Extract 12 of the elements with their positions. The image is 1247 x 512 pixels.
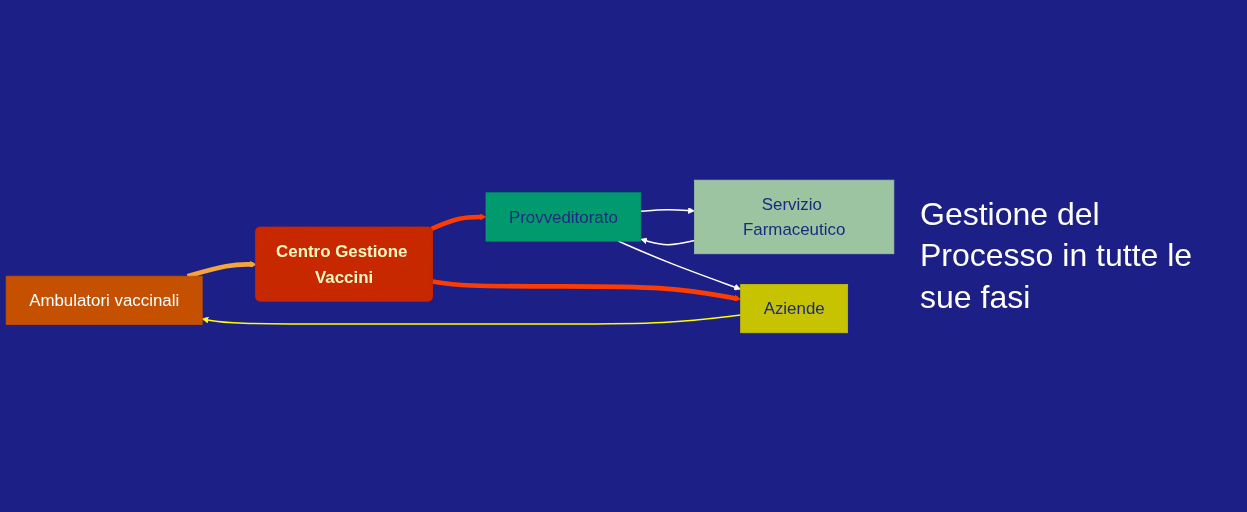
arrow — [186, 260, 257, 278]
arrow — [617, 239, 741, 290]
arrow — [430, 213, 487, 231]
node-box: Aziende — [740, 283, 849, 333]
node-box: Servizio Farmaceutico — [694, 179, 895, 254]
arrow — [201, 313, 742, 325]
node-box: Ambulatori vaccinali — [5, 275, 203, 325]
arrow — [640, 237, 696, 245]
arrow — [432, 278, 741, 301]
arrow — [640, 206, 695, 214]
side-note: Gestione del Processo in tutte le sue fasi — [920, 194, 1194, 317]
node-box: Provveditorato — [485, 191, 642, 242]
